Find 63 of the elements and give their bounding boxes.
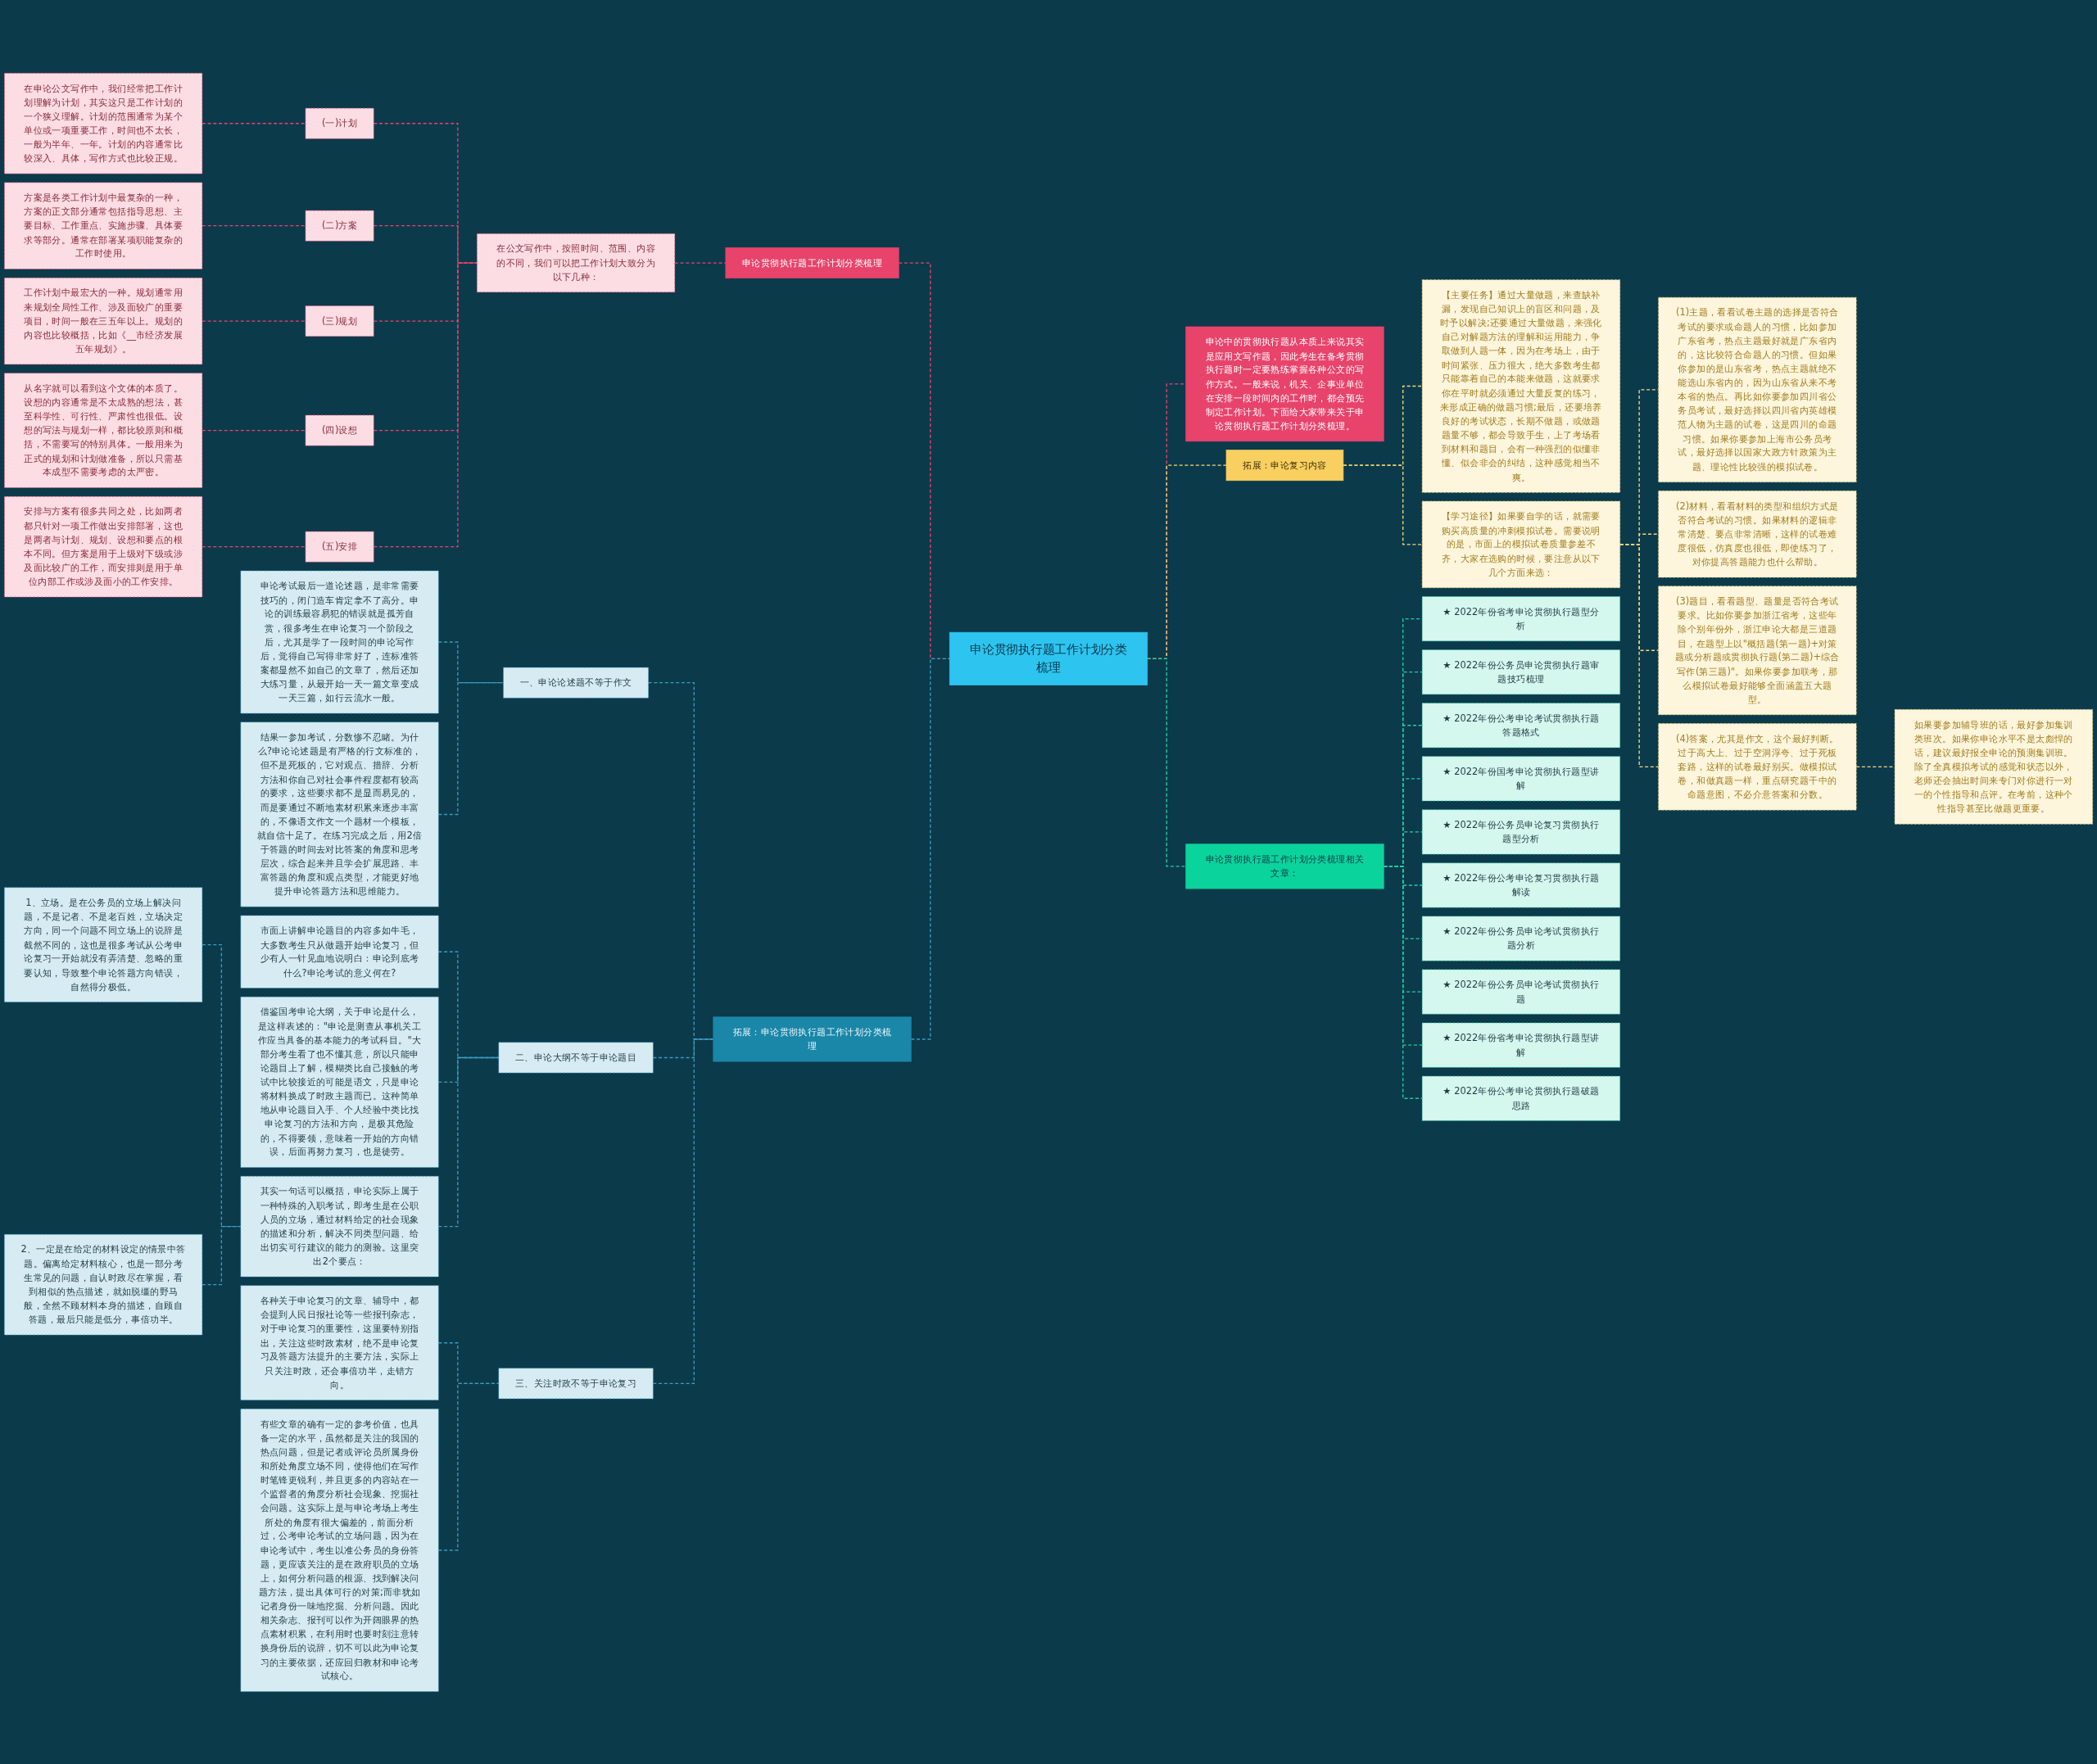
- connector: [437, 1382, 500, 1551]
- node-box: (五)安排: [305, 531, 374, 563]
- node-box: (二)方案: [305, 210, 374, 242]
- node-box: 如果要参加辅导班的话，最好参加集训类班次。如果你申论水平不是太彪悍的话，建议最好报全申论的预测集训班。除了全真模拟考试的感觉和状态以外，老师还会抽出时间来专门对你进行一对一的个性指导和点评。在考前，这种个性指导甚至比做题更重要。: [1894, 708, 2093, 825]
- node-box: 安排与方案有很多共同之处，比如两者都只针对一项工作做出安排部署，这也是两者与计划、规划、设想和要点的根本不同。但方案是用于上级对下级或涉及面比较广的工作，而安排则是用于单位内部工作或涉及面小的工作安排。: [4, 495, 203, 597]
- node-box: (4)答案，尤其是作文，这个最好判断。过于高大上、过于空洞浮夸、过于死板套路，这样的试卷最好别买。做模拟试卷，和做真题一样，重点研究题干中的命题意图，不必介意答案和分数。: [1658, 722, 1857, 811]
- node-box: 三、关注时政不等于申论复习: [498, 1367, 654, 1399]
- connector: [437, 681, 505, 815]
- node-box: 申论贯彻执行题工作计划分类梳理: [725, 247, 899, 278]
- node-box: 工作计划中最宏大的一种。规划通常用来规划全局性工作、涉及面较广的重要项目，时间一般在三五年以上。规划的内容也比较概括，比如《__市经济发展五年规划》。: [4, 277, 203, 364]
- node-box: (三)规划: [305, 305, 374, 337]
- node-box: 市面上讲解申论题目的内容多如牛毛，大多数考生只从做题开始申论复习，但少有人一针见血地说明白：申论到底考什么?申论考试的意义何在?: [240, 915, 439, 988]
- node-box: (一)计划: [305, 107, 374, 139]
- node-box: 申论贯彻执行题工作计划分类梳理相关文章：: [1185, 843, 1384, 889]
- node-box: 【学习途径】如果要自学的话，就需要购买高质量的冲刺模拟试卷。需要说明的是，市面上的模拟试卷质量参差不齐，大家在选购的时候，要注意从以下几个方面来选：: [1421, 500, 1621, 588]
- node-box: (2)材料，看看材料的类型和组织方式是否符合考试的习惯。如果材料的逻辑非常清楚、要点非常清晰，这样的试卷难度很低，仿真度也很低，即使练习了，对你提高答题能力也什么帮助。: [1658, 490, 1857, 577]
- node-box: 借鉴国考申论大纲，关于申论是什么，是这样表述的："申论是测查从事机关工作应当具备的基本能力的考试科目。"大部分考生看了也不懂其意，所以只能申论题目上了解，模糊类比自己接触的考试中比较接近的可能是语文，只是申论将材料换成了时政主题而已。这种简单地从申论题目入手、个人经验中类比找申论复习的方法和方向，是极其危险的，不得要领，意味着一开始的方向错误，后面再努力复习，也是徒劳。: [240, 996, 439, 1168]
- node-box: 申论考试最后一道论述题，是非常需要技巧的，闭门造车肯定拿不了高分。申论的训练最容易犯的错误就是孤芳自赏，很多考生在申论复习一个阶段之后，尤其是学了一段时间的申论写作后，觉得自己写得非常好了，连标准答案都显然不如自己的文章了，然后还加大练习量，从最开始一天一篇文章变成一天三篇，如行云流水一般。: [240, 570, 439, 713]
- node-box: 其实一句话可以概括，申论实际上属于一种特殊的入职考试，即考生是在公职人员的立场，通过材料给定的社会现象的描述和分析，解决不同类型问题、给出切实可行建议的能力的测验。这里突出2个要点：: [240, 1175, 439, 1277]
- node-box: ★ 2022年份国考申论贯彻执行题型讲解: [1421, 755, 1621, 801]
- node-box: (3)题目，看看题型、题量是否符合考试要求。比如你要参加浙江省考，这些年除个别年份外，浙江申论大都是三道题目，在题型上以"概括题(第一题)+对策题或分析题或贯彻执行题(第二题)+综合写作(第三题)"。如果你要参加联考，那么模拟试卷最好能够全面涵盖五大题型。: [1658, 586, 1857, 715]
- node-box: 在公文写作中，按照时间、范围、内容的不同，我们可以把工作计划大致分为以下几种：: [476, 233, 676, 292]
- connector: [652, 1038, 714, 1384]
- connector: [1147, 658, 1187, 867]
- node-box: 一、申论论述题不等于作文: [503, 667, 649, 699]
- connector: [437, 1056, 500, 1083]
- connector: [202, 545, 306, 547]
- connector: [910, 658, 950, 1040]
- node-box: 拓展：申论复习内容: [1225, 449, 1344, 481]
- connector: [202, 224, 306, 226]
- node-box: 1、立场。是在公务员的立场上解决问题，不是记者、不是老百姓，立场决定方向，同一个问题不同立场上的说辞是截然不同的，这也是很多考试从公考申论复习一开始就没有弄清楚、忽略的重要认知，导致整个申论答题方向错误，自然得分极低。: [4, 886, 203, 1002]
- node-box: 在申论公文写作中，我们经常把工作计划理解为计划，其实这只是工作计划的一个狭义理解。计划的范围通常为某个单位或一项重要工作，时间也不太长，一般为半年、一年。计划的内容通常比较深入、具体，写作方式也比较正规。: [4, 72, 203, 174]
- node-box: ★ 2022年份省考申论贯彻执行题型讲解: [1421, 1022, 1621, 1068]
- node-box: ★ 2022年份公考申论考试贯彻执行题答题格式: [1421, 702, 1621, 748]
- node-box: ★ 2022年份公务员申论贯彻执行题审题技巧梳理: [1421, 649, 1621, 694]
- node-box: (四)设想: [305, 414, 374, 446]
- node-box: 申论中的贯彻执行题从本质上来说其实是应用文写作题，因此考生在备考贯彻执行题时一定要熟练掌握各种公文的写作方式。一般来说，机关、企事业单位在安排一段时间内的工作时，都会预先制定工作计划。下面给大家带来关于申论贯彻执行题工作计划分类梳理。: [1185, 326, 1384, 441]
- node-box: ★ 2022年份公考申论贯彻执行题破题思路: [1421, 1075, 1621, 1121]
- node-box: (1)主题，看看试卷主题的选择是否符合考试的要求或命题人的习惯，比如参加广东省考，热点主题最好就是广东省内的，这比较符合命题人的习惯。但如果你参加的是山东省考，热点主题就绝不能选山东省内的，因为山东省从来不考本省的热点。再比如你要参加四川省公务员考试，最好选择以四川省内英雄模范人物为主题的试卷，这是四川的命题习惯。如果你要参加上海市公务员考试，最好选择以国家大政方针政策为主题、理论性比较强的模拟试卷。: [1658, 296, 1857, 482]
- node-box: 方案是各类工作计划中最复杂的一种，方案的正文部分通常包括指导思想、主要目标、工作重点、实施步骤、具体要求等部分。通常在部署某项职能复杂的工作时使用。: [4, 182, 203, 269]
- node-box: 从名字就可以看到这个文体的本质了。设想的内容通常是不太成熟的想法，甚至科学性、可行性、严肃性也很低。设想的写法与规划一样，都比较原则和概括，不需要写的特别具体。一般用来为正式的规划和计划做准备，所以只需基本成型不需要考虑的太严密。: [4, 372, 203, 488]
- node-box: ★ 2022年份省考申论贯彻执行题型分析: [1421, 595, 1621, 641]
- connector: [437, 1341, 500, 1384]
- node-box: 【主要任务】通过大量做题，来查缺补漏，发现自己知识上的盲区和问题，及时予以解决;还要通过大量做题，来强化自己对解题方法的理解和运用能力，争取做到人题一体，因为在考场上，由于时间紧张、压力很大，绝大多数考生都只能靠着自己的本能来做题，这就要求你在平时就必须通过大量反复的练习，来形成正确的做题习惯;最后，还要培养良好的考试状态，长期不做题，或做题题量不够，都会导致手生，上了考场看到材料和题目，会有一种强烈的似懂非懂、似会非会的纠结，这种感觉相当不爽。: [1421, 278, 1621, 493]
- connector: [202, 122, 306, 124]
- node-box: 申论贯彻执行题工作计划分类梳理: [949, 631, 1148, 685]
- node-box: ★ 2022年份公务员申论考试贯彻执行题分析: [1421, 916, 1621, 961]
- connector: [202, 319, 306, 322]
- node-box: 2、一定是在给定的材料设定的情景中答题。偏离给定材料核心，也是一部分考生常见的问题，自认时政尽在掌握，看到相似的热点描述，就如脱缰的野马般，全然不顾材料本身的描述，自顾自答题，最后只能是低分，事倍功半。: [4, 1233, 203, 1335]
- connector: [437, 1056, 500, 1227]
- connector: [373, 261, 478, 547]
- node-box: ★ 2022年份公务员申论复习贯彻执行题型分析: [1421, 808, 1621, 854]
- connector: [202, 1225, 242, 1285]
- node-box: 二、申论大纲不等于申论题目: [498, 1042, 654, 1073]
- node-box: ★ 2022年份公考申论复习贯彻执行题解读: [1421, 862, 1621, 908]
- connector: [202, 429, 306, 431]
- node-box: 结果一参加考试，分数惨不忍睹。为什么?申论论述题是有严格的行文标准的，但不是死板的，它对观点、措辞、分析方法和你自己对社会事件程度都有较高的要求，这些要求都不是显而易见的，而是要通过不断地素材积累来逐步丰富的，不像语文作文一个题材一个模板，就自信十足了。在练习完成之后，用2倍于答题的时间去对比答案的角度和思考层次，综合起来并且学会扩展思路、丰富答题的角度和观点类型，才能更好地提升申论答题方法和思维能力。: [240, 721, 439, 907]
- node-box: 各种关于申论复习的文章、辅导中，都会提到人民日报社论等一些报刊杂志，对于申论复习的重要性，这里要特别指出，关注这些时政素材，绝不是申论复习及答题方法提升的主要方法，实际上只关注时政，还会事倍功半，走错方向。: [240, 1285, 439, 1400]
- connector: [1343, 464, 1423, 545]
- node-box: 有些文章的确有一定的参考价值，也具备一定的水平，虽然都是关注的我国的热点问题，但是记者或评论员所属身份和所处角度立场不同，使得他们在写作时笔锋更锐利，并且更多的内容站在一个监督者的角度分析社会现象、挖掘社会问题。这实际上是与申论考场上考生所处的角度有很大偏差的，前面分析过，公考申论考试的立场问题，因为在申论考试中，考生以准公务员的身份答题，更应该关注的是在政府职员的立场上，如何分析问题的根源、找到解决问题方法，提出具体可行的对策;而非犹如记者身份一味地挖掘、分析问题。因此相关杂志、报刊可以作为开阔眼界的热点素材积累，在利用时也要时刻注意转换身份后的说辞，切不可以此为申论复习的主要依据，还应回归教材和申论考试核心。: [240, 1408, 439, 1692]
- connector: [1619, 543, 1660, 767]
- node-box: 拓展：申论贯彻执行题工作计划分类梳理: [713, 1016, 912, 1062]
- node-box: ★ 2022年份公务员申论考试贯彻执行题: [1421, 969, 1621, 1015]
